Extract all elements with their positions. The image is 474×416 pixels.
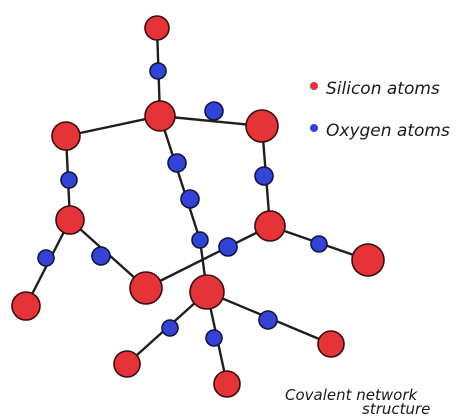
oxygen-atom xyxy=(37,249,55,267)
silicon-atom xyxy=(11,291,41,321)
silicon-atom xyxy=(55,205,85,235)
oxygen-atom xyxy=(91,246,111,266)
caption-line-2: structure xyxy=(362,400,430,416)
caption-line-1: Covalent network xyxy=(285,386,419,404)
silicon-atoms xyxy=(11,15,385,398)
legend-silicon-swatch xyxy=(310,82,318,90)
oxygen-atom xyxy=(161,319,179,337)
bond xyxy=(158,114,264,128)
silicon-atom xyxy=(351,243,385,277)
oxygen-atom xyxy=(167,153,187,173)
silicon-atom xyxy=(213,370,241,398)
silicon-atom xyxy=(129,271,163,305)
oxygen-atom xyxy=(205,329,223,347)
oxygen-atom xyxy=(218,237,238,257)
silicon-atom xyxy=(113,350,141,378)
legend-oxygen-label: Oxygen atoms xyxy=(326,121,450,141)
oxygen-atom xyxy=(310,235,328,253)
oxygen-atoms xyxy=(37,62,328,347)
legend: Silicon atoms Oxygen atoms xyxy=(310,79,450,141)
silicon-atom xyxy=(144,100,176,132)
silicon-atom xyxy=(51,121,81,151)
silicon-atom xyxy=(254,210,286,242)
oxygen-atom xyxy=(191,231,209,249)
oxygen-atom xyxy=(204,101,224,121)
oxygen-atom xyxy=(180,189,200,209)
bond xyxy=(158,114,202,242)
oxygen-atom xyxy=(149,62,167,80)
bond xyxy=(64,114,162,138)
oxygen-atom xyxy=(254,166,274,186)
bond-lines xyxy=(24,26,370,386)
caption: Covalent network structure xyxy=(285,386,430,416)
oxygen-atom xyxy=(258,310,278,330)
legend-silicon-label: Silicon atoms xyxy=(326,79,440,99)
bond xyxy=(144,224,272,290)
silicon-atom xyxy=(245,109,279,143)
silicon-atom xyxy=(189,274,225,310)
silicon-atom xyxy=(144,15,170,41)
silicon-atom xyxy=(317,330,345,358)
oxygen-atom xyxy=(60,171,78,189)
legend-oxygen-swatch xyxy=(310,124,318,132)
